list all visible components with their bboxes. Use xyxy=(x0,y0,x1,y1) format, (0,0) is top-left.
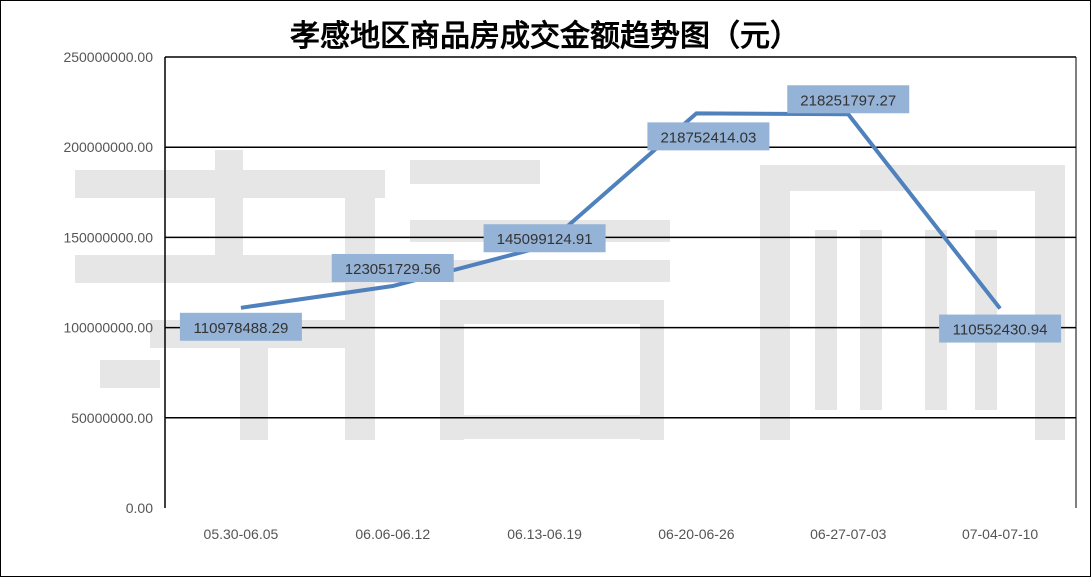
data-label-box xyxy=(647,122,770,151)
watermark-stroke xyxy=(100,360,160,388)
x-tick-label: 06-20-06-26 xyxy=(658,526,734,542)
data-label: 218752414.03 xyxy=(660,129,756,146)
watermark-stroke xyxy=(860,230,882,410)
data-label: 218251797.27 xyxy=(800,92,896,109)
data-label: 110978488.29 xyxy=(194,320,289,337)
y-tick-label: 250000000.00 xyxy=(63,49,153,65)
data-labels: 110978488.29 123051729.56 145099124.91 2187… xyxy=(179,85,1062,343)
x-tick-label: 07-04-07-10 xyxy=(962,526,1038,542)
x-tick-label: 06.13-06.19 xyxy=(507,526,582,542)
watermark-stroke xyxy=(815,230,837,410)
data-label-box xyxy=(939,314,1062,343)
watermark-stroke xyxy=(760,165,1060,191)
watermark xyxy=(75,150,1065,440)
x-tick-label: 06.06-06.12 xyxy=(355,526,430,542)
x-tick-label: 05.30-06.05 xyxy=(204,526,279,542)
watermark-stroke xyxy=(440,300,660,324)
x-tick-label: 06-27-07-03 xyxy=(810,526,886,542)
gridlines xyxy=(164,56,1077,508)
y-axis-ticks: 0.00 50000000.00 100000000.00 150000000.00 2… xyxy=(63,49,153,516)
y-tick-label: 0.00 xyxy=(126,500,153,516)
data-label-box xyxy=(331,254,454,283)
chart-title: 孝感地区商品房成交金额趋势图（元） xyxy=(290,19,800,54)
watermark-stroke xyxy=(215,150,243,270)
watermark-stroke xyxy=(410,160,540,184)
data-label: 110552430.94 xyxy=(953,322,1048,339)
watermark-stroke xyxy=(440,415,660,439)
watermark-stroke xyxy=(345,170,375,440)
watermark-stroke xyxy=(925,230,947,410)
y-tick-label: 150000000.00 xyxy=(63,229,153,245)
data-label: 123051729.56 xyxy=(345,261,441,278)
y-tick-label: 200000000.00 xyxy=(63,139,153,155)
data-label-box xyxy=(483,224,606,253)
data-label-box xyxy=(179,312,302,341)
data-label: 145099124.91 xyxy=(497,231,593,248)
watermark-stroke xyxy=(240,330,268,440)
x-axis-ticks: 05.30-06.05 06.06-06.12 06.13-06.19 06-20-0… xyxy=(204,526,1039,542)
watermark-stroke xyxy=(1035,165,1065,440)
data-label-box xyxy=(787,85,910,114)
series-line-path xyxy=(240,111,1002,310)
y-tick-label: 50000000.00 xyxy=(71,410,153,426)
watermark-stroke xyxy=(760,165,790,440)
y-tick-label: 100000000.00 xyxy=(63,320,153,336)
